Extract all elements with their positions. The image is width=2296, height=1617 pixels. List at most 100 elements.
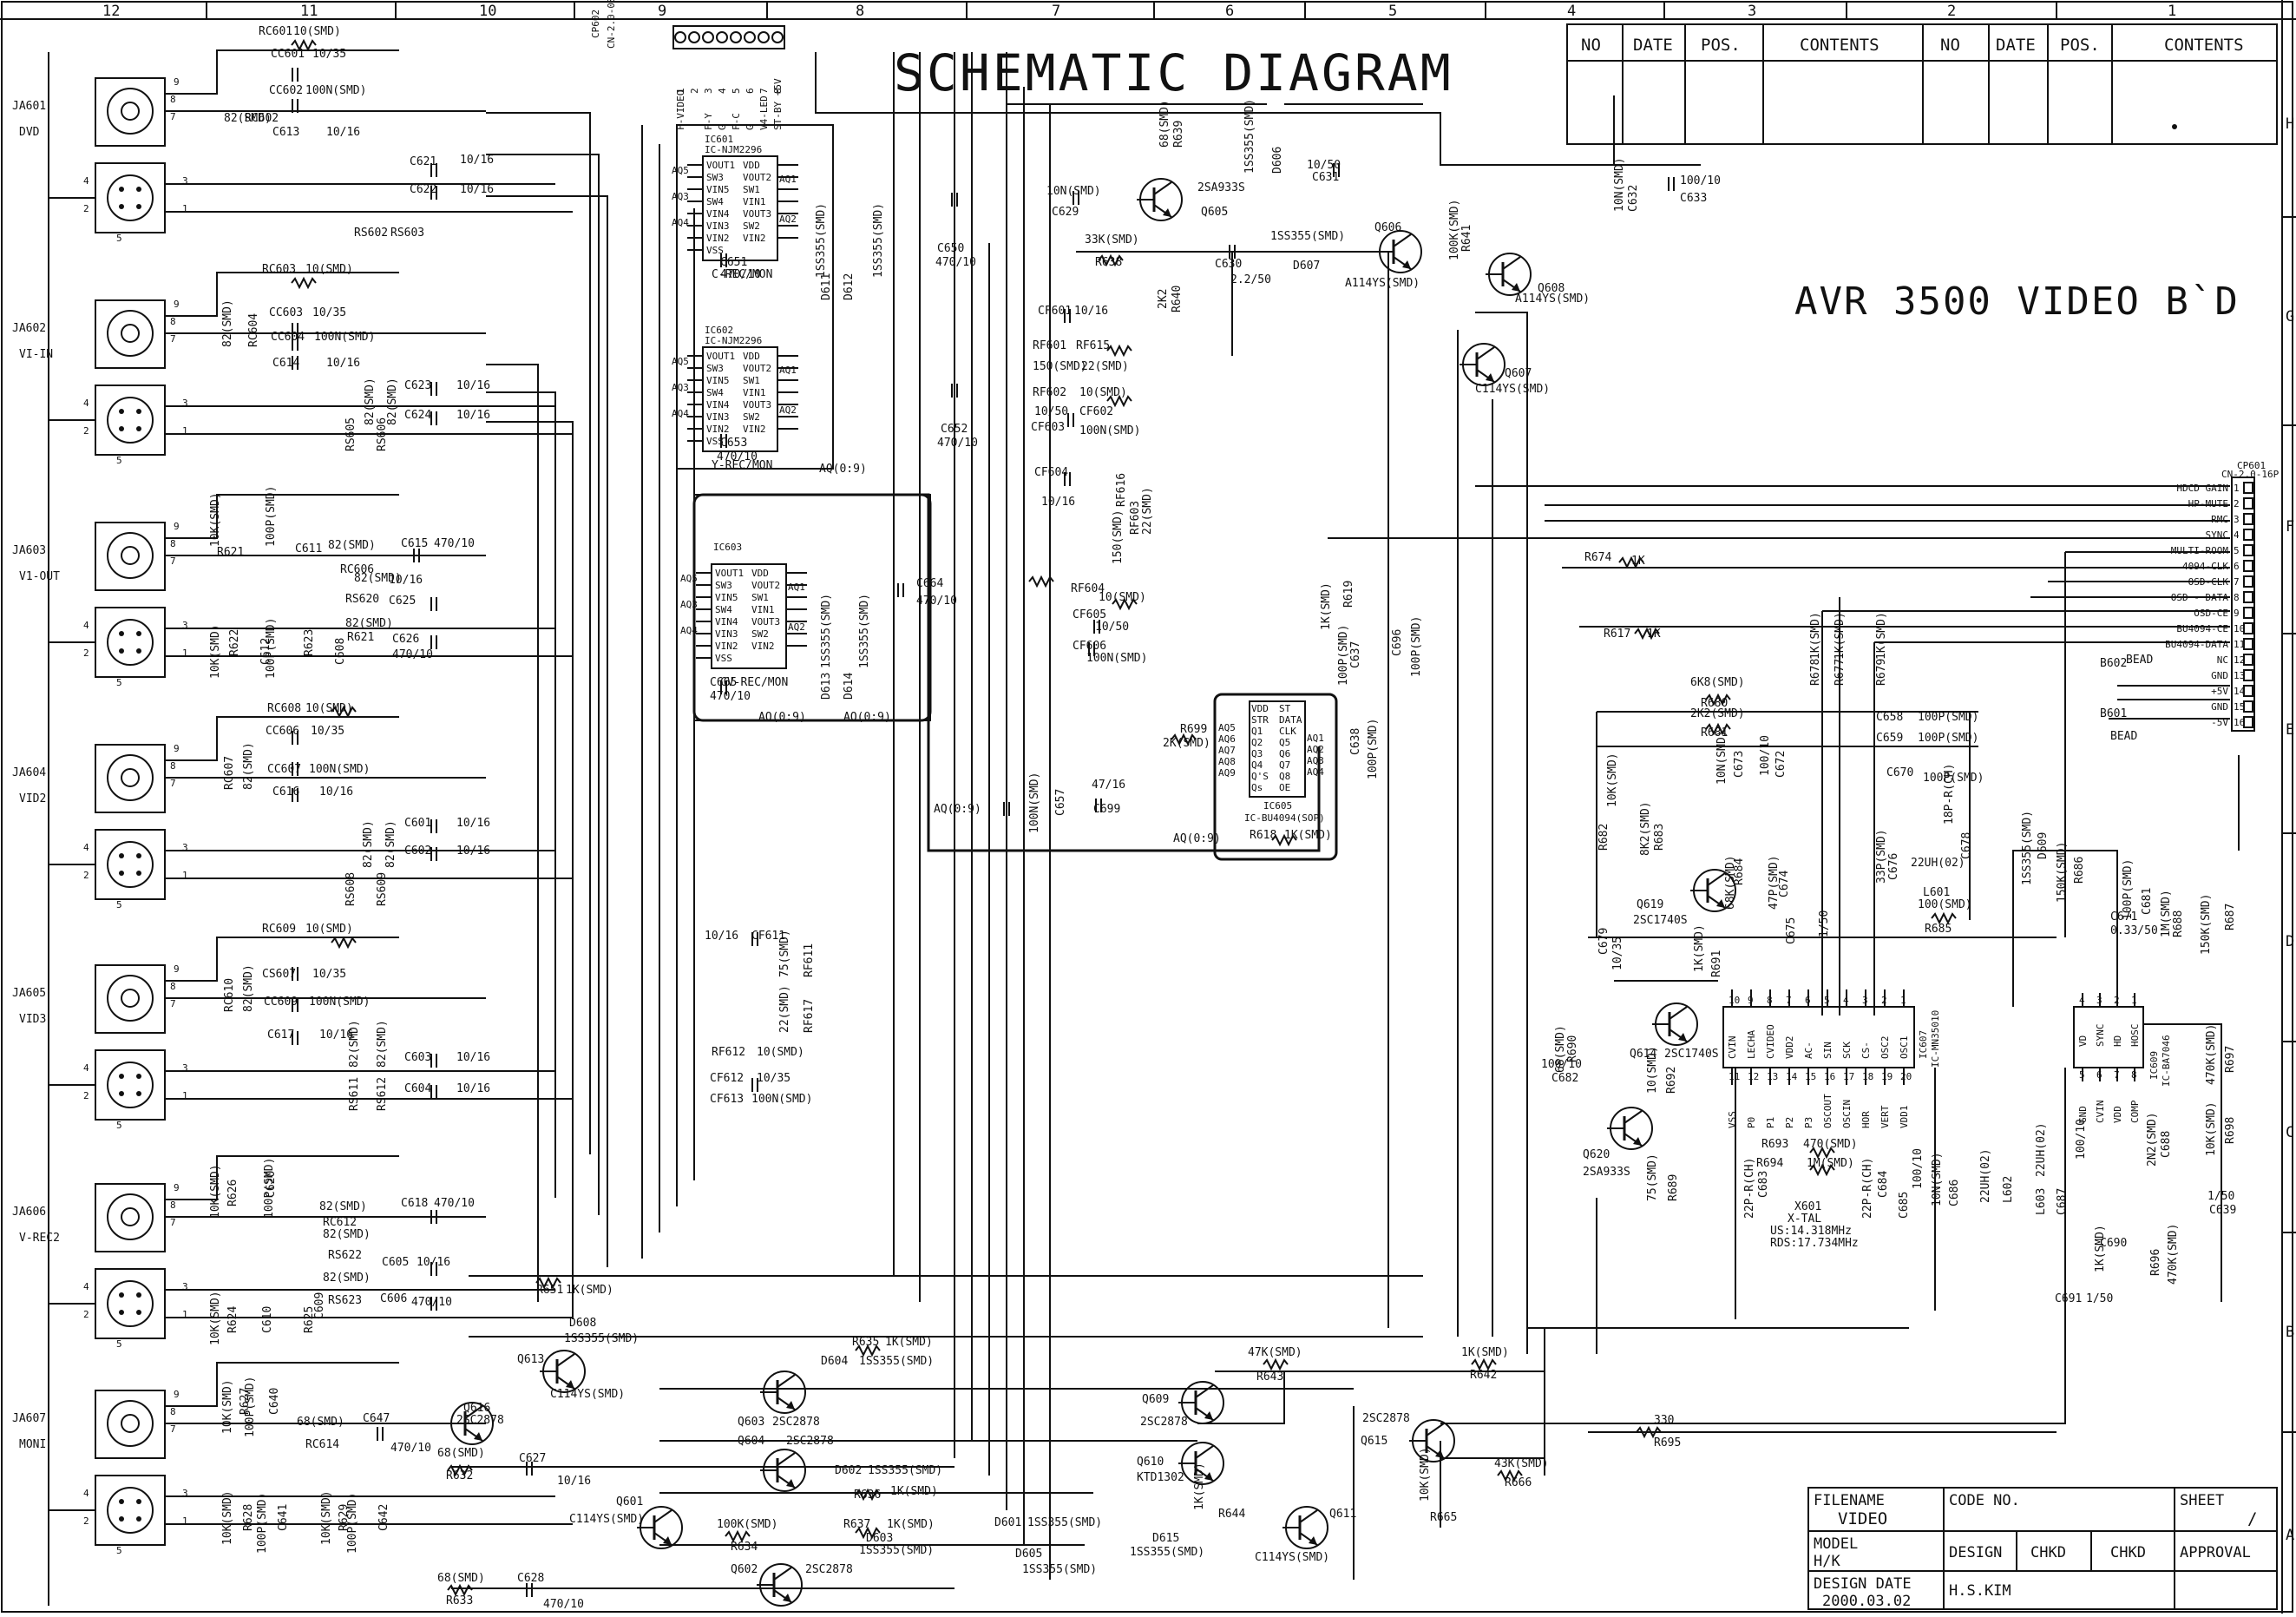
jack-pin-number: 4 (83, 842, 89, 853)
capacitor (1064, 472, 1071, 486)
capacitor (430, 1210, 437, 1224)
ic-pin-label: VSS (706, 245, 724, 256)
component-label-vertical: 22P-R(CH) (1861, 1158, 1874, 1219)
component-label: 2SA933S (1197, 181, 1245, 194)
component-label-vertical: 10K(SMD) (320, 1490, 333, 1545)
capacitor (430, 1262, 437, 1276)
grid-col-label: 1 (2168, 3, 2176, 20)
component-label-vertical: C696 (1391, 629, 1404, 656)
jack-ref: JA604 (12, 766, 46, 779)
component-label-vertical: R698 (2224, 1117, 2237, 1144)
component-label: 2SC1740S (1664, 1048, 1719, 1061)
grid-row-label: D (2286, 933, 2294, 950)
component-label: C633 (1680, 192, 1707, 205)
ic-pin-label: OSCOUT (1822, 1094, 1834, 1128)
jack-pin-number: 3 (182, 1281, 188, 1292)
connector-body (2231, 477, 2255, 732)
component-label: C114YS(SMD) (569, 1513, 644, 1526)
connector-pin-label: NC (2217, 654, 2228, 666)
ic-pin-label: VOUT1 (706, 160, 735, 171)
ic-pin-number: 16 (1824, 1071, 1835, 1082)
ic607: 10CVIN119LECHA128CVIDEO137VDD2146AC-155S… (1727, 989, 1941, 1085)
rca-jack-outer (107, 1193, 154, 1240)
capacitor (292, 68, 298, 82)
ic-pin-label: OSC1 (1899, 1036, 1910, 1060)
rca-jack-outer (107, 754, 154, 801)
grid-col-label: 12 (102, 3, 120, 20)
capacitor (413, 549, 420, 562)
component-label-vertical: D613 (820, 673, 833, 700)
transistor-q616 (448, 1402, 494, 1445)
rca-jack-inner (121, 546, 140, 565)
jack-pin-number: 8 (170, 1406, 176, 1417)
component-label: X-TAL (1788, 1213, 1821, 1226)
jack-ref: JA603 (12, 544, 46, 557)
bus-label: AQ9 (1218, 767, 1236, 779)
component-label: R644 (1218, 1508, 1245, 1521)
component-label-vertical: 18P-R(CH) (1943, 764, 1956, 825)
component-label-vertical: R687 (2224, 904, 2237, 930)
connector-pin-label: V4-LED (758, 95, 770, 130)
jack-pin-number: 2 (83, 647, 89, 659)
ic-part: IC-BU4094(SOP) (1244, 812, 1325, 824)
jack-pin-number: 5 (116, 1120, 122, 1131)
component-label: R632 (446, 1469, 473, 1482)
ic-pin-label: ST (1279, 703, 1291, 714)
transistor-arrow (786, 1401, 795, 1410)
transistor-q614 (1652, 1002, 1698, 1046)
jack-pin-number: 7 (170, 778, 176, 789)
component-label: Q603 (738, 1416, 764, 1429)
svideo-jack-body (95, 1475, 166, 1546)
component-label-vertical: RS608 (344, 872, 358, 906)
component-label: 100N(SMD) (1079, 424, 1140, 437)
component-label-vertical: 2K2 (1157, 289, 1170, 309)
bus-label: AQ1 (779, 365, 797, 376)
rca-jack-inner (121, 102, 140, 121)
component-label: D601 (994, 1516, 1021, 1529)
capacitor (430, 1085, 437, 1099)
ic-function-label: C-REC/MON (712, 268, 772, 281)
ic-pin-label: CVIN (2095, 1101, 2106, 1124)
connector-pin-number: 14 (2234, 686, 2246, 697)
ic-pin-number: 12 (1748, 1071, 1759, 1082)
jack-pin-number: 8 (170, 538, 176, 549)
jack-signal-wire (165, 494, 399, 539)
component-label-vertical: RF611 (803, 943, 816, 977)
component-label-vertical: L602 (2002, 1176, 2015, 1203)
component-label-vertical: 100P(SMD) (1367, 719, 1380, 779)
component-label-vertical: RC607 (223, 756, 236, 790)
ic-function-label: CV-REC/MON (720, 676, 788, 689)
bus-label: AQ5 (680, 573, 698, 584)
rca-jack-inner (121, 1414, 140, 1433)
svideo-jack-outer (107, 174, 154, 221)
component-label: RC612 (323, 1216, 357, 1229)
capacitor (1003, 802, 1010, 816)
component-label-vertical: 1SS355(SMD) (858, 594, 871, 668)
component-label-vertical: 82(SMD) (384, 820, 397, 868)
component-label: R651 (536, 1284, 563, 1297)
ic-pin-label: VDD (743, 160, 760, 171)
ic-function-label: Y-REC/MON (712, 459, 772, 472)
component-label: CS607 (262, 968, 296, 981)
connector-pin-label: GND (2211, 701, 2228, 713)
component-label: 2SC2878 (1140, 1416, 1188, 1429)
grid-row-label: G (2286, 308, 2294, 325)
component-label: 10/16 (456, 1082, 490, 1095)
component-label: 2K(SMD) (1163, 737, 1210, 750)
ic-pin-label: Q7 (1279, 759, 1290, 771)
capacitor (430, 382, 437, 396)
svideo-pin (136, 631, 141, 636)
component-label: 1SS355(SMD) (1027, 1516, 1102, 1529)
ic-pin-label: VDD (1251, 703, 1269, 714)
component-label: C618 (401, 1197, 428, 1210)
component-label-vertical: 1K(SMD) (1875, 612, 1888, 660)
component-label-vertical: 10K(SMD) (209, 1291, 222, 1345)
resistor (1636, 1425, 1662, 1439)
component-label-vertical: 22UH(02) (1979, 1148, 1992, 1203)
transistor-q613 (540, 1350, 586, 1393)
component-label: 10/35 (312, 306, 346, 319)
jack-ref: JA602 (12, 322, 46, 335)
component-label: R642 (1470, 1369, 1497, 1382)
resistor (1171, 733, 1197, 746)
